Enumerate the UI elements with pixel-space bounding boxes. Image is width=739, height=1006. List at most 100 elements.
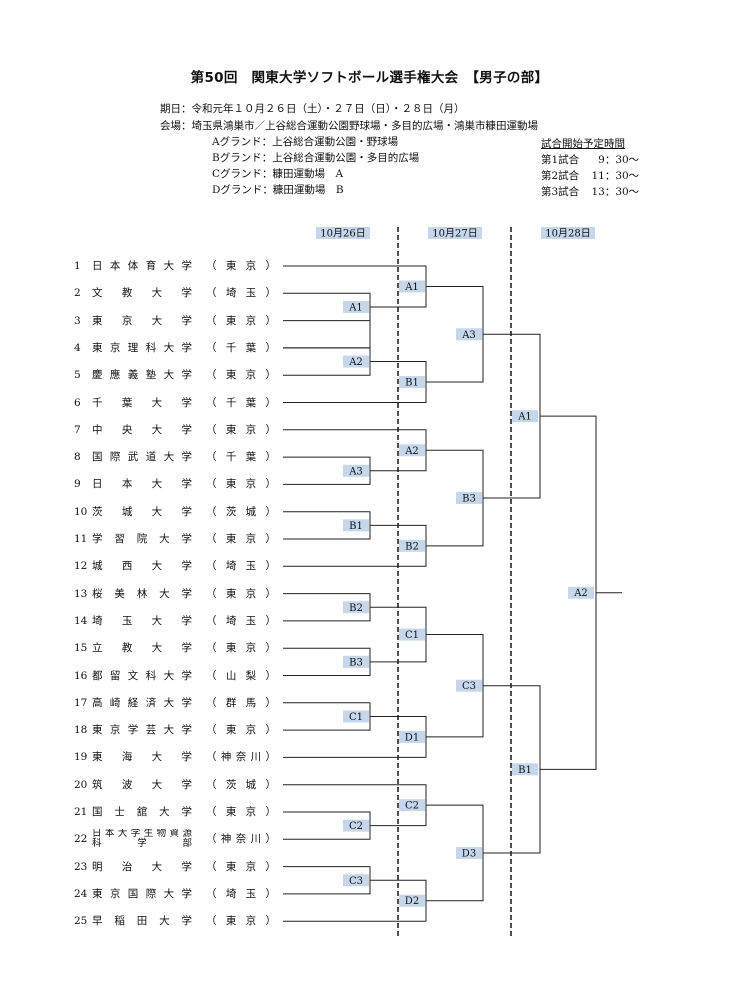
team-prefecture: （東京） xyxy=(206,806,276,818)
match-label: B3 xyxy=(349,657,363,668)
team-name: 学習院大学 xyxy=(92,533,192,545)
match-label: A1 xyxy=(348,302,363,313)
team-prefecture: （東京） xyxy=(206,533,276,545)
team-number: 19 xyxy=(74,751,88,764)
team-prefecture: （東京） xyxy=(206,478,276,491)
team-prefecture: （東京） xyxy=(206,860,276,873)
match-label: A2 xyxy=(404,446,419,457)
match-label: A2 xyxy=(348,357,363,368)
ground-value: 糠田運動場 A xyxy=(272,168,344,180)
team-number: 25 xyxy=(74,915,88,928)
match-label-box xyxy=(343,355,369,368)
team-name-line1: 日本大学生物資源 xyxy=(92,829,192,840)
day-header: 10月26日 xyxy=(320,228,365,240)
day-header-box xyxy=(316,227,370,239)
date-label: 期日： xyxy=(160,103,192,115)
team-row: 1 日本体育大学 （東京） xyxy=(74,256,279,276)
match-label: C2 xyxy=(405,801,419,812)
ground-d: Dグランド：糠田運動場 B xyxy=(212,182,344,197)
team-row: 8 国際武道大学 （千葉） xyxy=(74,447,279,467)
match-label-box xyxy=(343,601,369,614)
match-label-box xyxy=(456,492,482,505)
team-prefecture: （山梨） xyxy=(206,669,276,682)
match-label-box xyxy=(456,679,482,692)
match-label: C1 xyxy=(349,712,363,723)
match-label: B3 xyxy=(462,494,476,505)
match-label-box xyxy=(399,539,425,552)
team-prefecture: （茨城） xyxy=(206,778,276,791)
team-prefecture: （東京） xyxy=(206,724,276,737)
team-name: 千葉大学 xyxy=(92,396,192,409)
team-number: 15 xyxy=(74,642,88,655)
match-label: B1 xyxy=(349,521,363,532)
match-label-box xyxy=(399,444,425,457)
team-name: 国際武道大学 xyxy=(92,451,192,464)
schedule-game-time: 11：30〜 xyxy=(591,170,640,182)
match-label-box xyxy=(343,300,369,313)
team-prefecture: （神奈川） xyxy=(206,751,276,764)
team-name-line2: 科学部 xyxy=(92,838,192,850)
team-number: 1 xyxy=(74,260,81,272)
ground-value: 上谷総合運動公園・野球場 xyxy=(272,136,399,148)
match-label-box xyxy=(343,464,369,477)
team-number: 14 xyxy=(74,614,88,627)
ground-c: Cグランド：糠田運動場 A xyxy=(212,166,343,181)
team-name: 東京理科大学 xyxy=(92,341,192,354)
team-name: 中央大学 xyxy=(92,423,192,436)
schedule-game-label: 第1試合 xyxy=(541,154,580,166)
team-number: 18 xyxy=(74,724,88,737)
team-name: 埼玉大学 xyxy=(92,614,192,627)
team-prefecture: （千葉） xyxy=(206,451,276,464)
team-number: 21 xyxy=(74,806,88,818)
match-label-box xyxy=(343,655,369,668)
team-name: 日本体育大学 xyxy=(92,260,192,272)
team-prefecture: （東京） xyxy=(206,260,276,272)
team-prefecture: （東京） xyxy=(206,423,276,436)
match-label-box xyxy=(568,586,594,599)
team-name: 高崎経済大学 xyxy=(92,696,192,709)
team-name: 立教大学 xyxy=(92,642,192,655)
venue-value: 埼玉県鴻巣市／上谷総合運動公園野球場・多目的広場・鴻巣市糠田運動場 xyxy=(191,120,539,132)
match-label-box xyxy=(512,763,538,776)
team-name: 東海大学 xyxy=(92,751,192,764)
match-label: A3 xyxy=(348,466,363,477)
team-number: 7 xyxy=(74,423,81,436)
team-name: 国士舘大学 xyxy=(92,806,192,818)
match-label: B2 xyxy=(349,603,363,614)
day-header-box xyxy=(541,227,595,239)
venue-line: 会場：埼玉県鴻巣市／上谷総合運動公園野球場・多目的広場・鴻巣市糠田運動場 xyxy=(160,118,538,133)
date-value: 令和元年１０月２６日（土）・２７日（日）・２８日（月） xyxy=(191,103,465,115)
ground-value: 上谷総合運動公園・多目的広場 xyxy=(272,152,420,164)
team-prefecture: （東京） xyxy=(206,587,276,600)
team-name: 東京国際大学 xyxy=(92,887,192,900)
ground-label: Bグランド： xyxy=(212,152,273,164)
team-number: 2 xyxy=(74,287,81,300)
team-name: 東京大学 xyxy=(92,314,192,327)
team-name: 茨城大学 xyxy=(92,505,192,518)
team-number: 8 xyxy=(74,451,81,464)
team-prefecture: （埼玉） xyxy=(206,887,276,900)
match-label: C3 xyxy=(462,681,476,692)
match-label-box xyxy=(456,846,482,859)
team-name: 筑波大学 xyxy=(92,778,192,791)
team-prefecture: （千葉） xyxy=(206,396,276,409)
match-label: C1 xyxy=(405,630,419,641)
team-number: 5 xyxy=(74,369,81,382)
day-header-box xyxy=(428,227,482,239)
match-label-box xyxy=(512,410,538,423)
team-prefecture: （千葉） xyxy=(206,341,276,354)
schedule-game-time: 13：30〜 xyxy=(591,186,640,198)
ground-b: Bグランド：上谷総合運動公園・多目的広場 xyxy=(212,150,419,165)
team-name: 早稲田大学 xyxy=(92,915,192,928)
team-number: 9 xyxy=(74,478,81,491)
